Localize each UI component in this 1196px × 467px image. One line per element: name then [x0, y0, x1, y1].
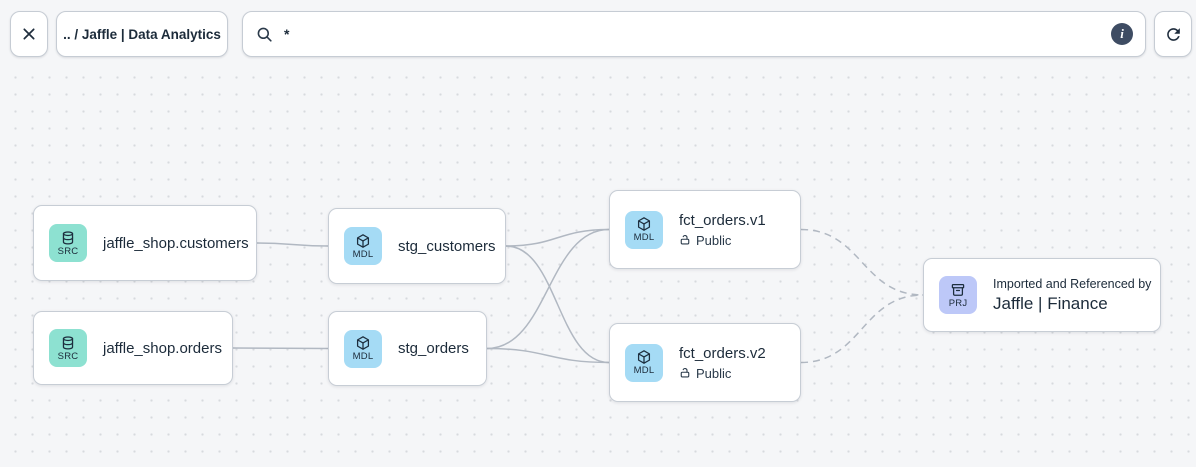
- badge-label: MDL: [633, 232, 655, 243]
- node-type-badge: MDL: [625, 210, 663, 249]
- node-type-badge: SRC: [49, 224, 87, 262]
- badge-label: SRC: [57, 350, 79, 362]
- badge-label: SRC: [57, 245, 79, 257]
- node-stg_orders[interactable]: MDL stg_orders: [328, 311, 487, 386]
- edge-fct_orders_v1-to-jaffle_finance: [800, 228, 924, 296]
- node-stg_customers[interactable]: MDL stg_customers: [328, 208, 506, 284]
- badge-label: MDL: [633, 365, 655, 376]
- node-type-badge: SRC: [49, 329, 87, 367]
- cube-icon: [355, 335, 371, 351]
- close-button[interactable]: [10, 11, 48, 57]
- node-jaffle_shop_customers[interactable]: SRC jaffle_shop.customers: [33, 205, 257, 281]
- node-title: fct_orders.v2: [679, 344, 766, 362]
- close-icon: [21, 26, 37, 42]
- node-title: Jaffle | Finance: [993, 293, 1108, 313]
- toolbar: .. / Jaffle | Data Analytics i: [0, 0, 1196, 62]
- badge-label: MDL: [352, 248, 374, 260]
- node-type-badge: MDL: [344, 329, 382, 368]
- breadcrumb[interactable]: .. / Jaffle | Data Analytics: [56, 11, 228, 57]
- database-icon: [60, 230, 76, 246]
- edge-stg_customers-to-fct_orders_v1: [505, 228, 610, 247]
- edge-stg_orders-to-fct_orders_v1: [486, 228, 610, 350]
- node-title: stg_customers: [398, 237, 496, 255]
- edge-stg_orders-to-fct_orders_v2: [486, 347, 610, 364]
- node-type-badge: PRJ: [939, 276, 977, 314]
- node-text: stg_customers: [398, 238, 496, 255]
- badge-label: MDL: [352, 351, 374, 362]
- node-jaffle_shop_orders[interactable]: SRC jaffle_shop.orders: [33, 311, 233, 385]
- info-glyph: i: [1120, 26, 1124, 41]
- cube-icon: [355, 233, 371, 249]
- node-text: jaffle_shop.customers: [103, 235, 249, 252]
- edge-stg_customers-to-fct_orders_v2: [505, 245, 610, 364]
- access-label: Public: [696, 365, 732, 381]
- node-title: stg_orders: [398, 340, 469, 357]
- node-text: jaffle_shop.orders: [103, 340, 222, 357]
- breadcrumb-label: .. / Jaffle | Data Analytics: [63, 26, 221, 42]
- lock-open-icon: [679, 234, 691, 246]
- node-type-badge: MDL: [344, 227, 382, 265]
- search-bar[interactable]: i: [242, 11, 1146, 57]
- node-eyebrow: Imported and Referenced by: [993, 276, 1152, 291]
- archive-icon: [950, 282, 966, 298]
- edge-jaffle_shop_orders-to-stg_orders: [232, 347, 329, 350]
- node-title: jaffle_shop.customers: [103, 234, 249, 252]
- search-icon: [255, 25, 274, 44]
- node-access: Public: [679, 366, 766, 381]
- node-jaffle_finance[interactable]: PRJ Imported and Referenced by Jaffle | Fi…: [923, 258, 1161, 332]
- cube-icon: [636, 216, 652, 232]
- node-title: jaffle_shop.orders: [103, 339, 222, 357]
- access-label: Public: [696, 232, 732, 248]
- search-input[interactable]: [284, 26, 1101, 42]
- database-icon: [60, 335, 76, 351]
- node-access: Public: [679, 233, 766, 248]
- node-type-badge: MDL: [625, 343, 663, 382]
- lock-open-icon: [679, 367, 691, 379]
- refresh-button[interactable]: [1154, 11, 1192, 57]
- cube-icon: [636, 349, 652, 365]
- info-icon[interactable]: i: [1111, 23, 1133, 45]
- node-text: stg_orders: [398, 340, 469, 357]
- edge-fct_orders_v2-to-jaffle_finance: [800, 294, 924, 364]
- badge-label: PRJ: [948, 297, 968, 309]
- edge-jaffle_shop_customers-to-stg_customers: [256, 242, 329, 247]
- node-title: fct_orders.v1: [679, 211, 766, 229]
- refresh-icon: [1164, 25, 1183, 44]
- node-text: Imported and Referenced by Jaffle | Finan…: [993, 277, 1151, 314]
